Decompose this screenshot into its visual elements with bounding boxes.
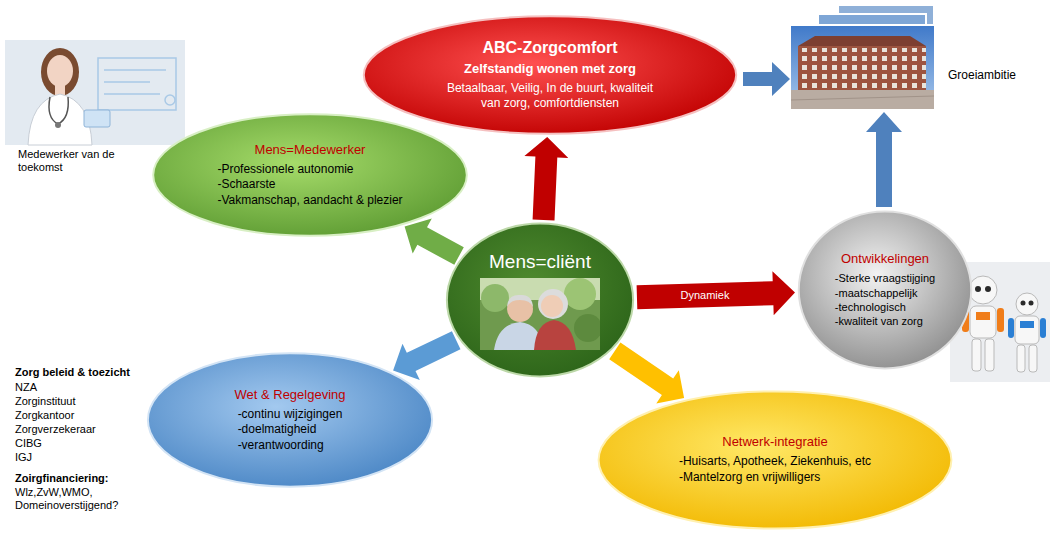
- ellipse-node: Netwerk-integratie -Huisarts, Apotheek, Z…: [595, 390, 955, 530]
- bullet-list: -continu wijzigingen-doelmatigheid-veran…: [238, 407, 343, 454]
- note-label: Zorgverzekeraar: [15, 423, 96, 436]
- node-content: Mens=cliënt: [480, 250, 600, 351]
- node-content: Mens=Medewerker-Professionele autonomie-…: [217, 142, 402, 209]
- note-label: Zorgkantoor: [15, 409, 74, 422]
- node-text: -verantwoording: [238, 438, 324, 454]
- node-text: -Mantelzorg en vrijwilligers: [679, 470, 820, 486]
- node-text: -Sterke vraagstijging: [835, 271, 935, 285]
- ellipse-node: Mens=cliënt: [445, 222, 635, 378]
- block-arrow: [405, 218, 464, 264]
- ellipse-outline: [599, 391, 952, 528]
- node-heading: Mens=cliënt: [489, 250, 591, 275]
- note-label: Groeiambitie: [948, 68, 1016, 83]
- note-label: Zorginstituut: [15, 395, 76, 408]
- note-label: Medewerker van de toekomst: [18, 148, 128, 174]
- node-text: -maatschappelijk: [835, 286, 918, 300]
- couple-photo: [480, 278, 600, 350]
- bullet-list: -Professionele autonomie-Schaarste-Vakma…: [217, 162, 402, 209]
- ellipse-node: Ontwikkelingen -Sterke vraagstijging-maat…: [797, 210, 973, 370]
- ellipse-node: Mens=Medewerker-Professionele autonomie-…: [150, 113, 470, 237]
- block-arrow: [393, 331, 460, 380]
- node-text: -Schaarste: [217, 177, 275, 193]
- node-content: ABC-ZorgcomfortZelfstandig wonen met zor…: [443, 38, 658, 112]
- doctor-illustration: [5, 40, 185, 145]
- node-text: -continu wijzigingen: [238, 407, 343, 423]
- node-heading: Ontwikkelingen: [841, 251, 929, 268]
- node-text: Zelfstandig wonen met zorg: [464, 61, 636, 78]
- node-heading: ABC-Zorgcomfort: [482, 38, 617, 59]
- node-text: -Huisarts, Apotheek, Ziekenhuis, etc: [679, 454, 871, 470]
- node-content: Ontwikkelingen -Sterke vraagstijging-maat…: [835, 251, 935, 328]
- bullet-list: -Sterke vraagstijging-maatschappelijk-te…: [835, 271, 935, 328]
- node-text: -doelmatigheid: [238, 422, 317, 438]
- ellipse-outline: [153, 114, 467, 236]
- node-text: -kwaliteit van zorg: [835, 314, 923, 328]
- note-label: Wlz,ZvW,WMO, Domeinoverstijgend?: [15, 486, 125, 512]
- ellipse-node: ABC-ZorgcomfortZelfstandig wonen met zor…: [360, 15, 740, 135]
- node-heading: Netwerk-integratie: [722, 434, 828, 451]
- bullet-list: -Huisarts, Apotheek, Ziekenhuis, etc-Man…: [679, 454, 871, 485]
- node-text: -technologisch: [835, 300, 906, 314]
- block-arrow: [637, 271, 795, 315]
- node-heading: Wet & Regelgeving: [234, 387, 345, 404]
- ellipse-outline: [148, 353, 432, 486]
- node-heading: Mens=Medewerker: [255, 142, 366, 159]
- ellipse-outline: [799, 212, 971, 369]
- ellipse-node: Wet & Regelgeving -continu wijzigingen-do…: [145, 352, 435, 488]
- block-arrow: [524, 137, 568, 221]
- ellipse-outline: [447, 224, 633, 377]
- building-photos: [790, 5, 935, 110]
- note-label: Zoirgfinanciering:: [15, 472, 109, 485]
- note-label: IGJ: [15, 451, 32, 464]
- node-content: Wet & Regelgeving -continu wijzigingen-do…: [234, 387, 345, 454]
- ellipse-outline: [364, 16, 736, 134]
- edge-label: Dynamiek: [679, 289, 732, 302]
- node-text: -Vakmanschap, aandacht & plezier: [217, 193, 402, 209]
- note-label: Zorg beleid & toezicht: [15, 366, 130, 379]
- note-label: CIBG: [15, 437, 42, 450]
- note-label: NZA: [15, 381, 37, 394]
- node-text: -Professionele autonomie: [217, 162, 353, 178]
- node-content: Netwerk-integratie -Huisarts, Apotheek, Z…: [679, 434, 871, 485]
- growth-arrows: [743, 62, 902, 207]
- block-arrow: [609, 343, 684, 404]
- node-text: Betaalbaar, Veilig, In de buurt, kwalite…: [443, 81, 658, 112]
